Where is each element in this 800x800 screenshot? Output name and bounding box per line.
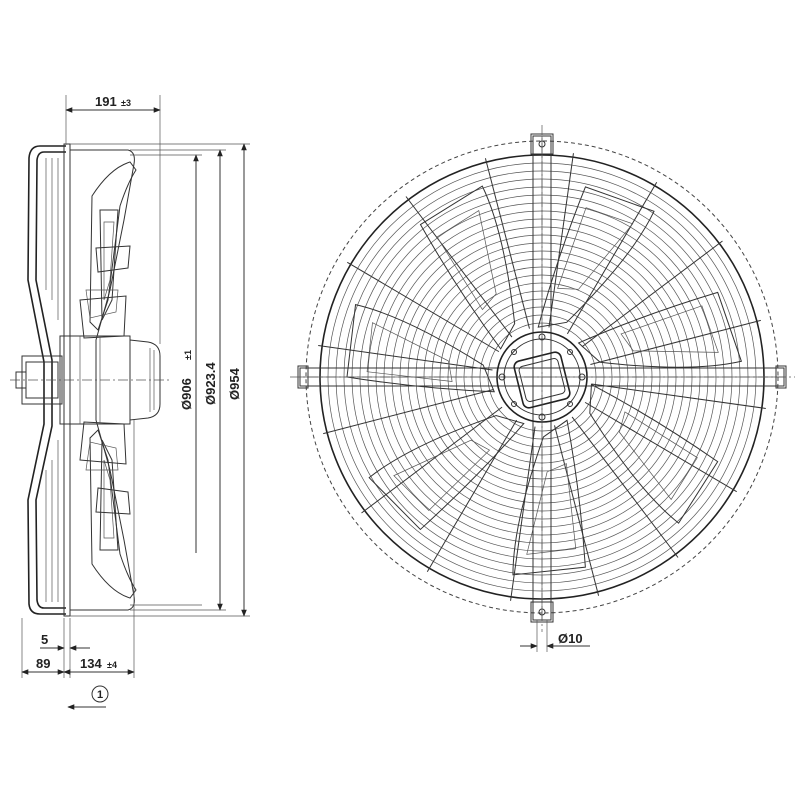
guard-spoke [426, 419, 518, 572]
guard-spoke [347, 261, 500, 353]
fan-blade [512, 419, 586, 576]
guard-spoke [318, 345, 493, 371]
guard-spoke [571, 416, 679, 558]
fan-blade-panel [618, 411, 698, 501]
dim-906-tol: ±1 [183, 350, 193, 360]
airflow-marker-circle [91, 685, 109, 703]
guard-spoke [548, 153, 574, 328]
dim-191-tol: ±3 [121, 98, 131, 108]
fan-blade [577, 291, 743, 368]
dim-954: Ø954 [227, 367, 242, 400]
fan-blade [346, 304, 495, 393]
guard-spoke [484, 158, 530, 329]
fan-blade-panel [436, 210, 497, 311]
motor-hub [15, 335, 161, 425]
fan-blade-panel [366, 322, 453, 382]
guard-spoke [554, 425, 600, 596]
lower-blades [79, 421, 137, 599]
dim-134: 134 [80, 656, 102, 671]
guard-spoke [566, 182, 658, 335]
guard-spoke [323, 389, 494, 435]
fan-blade-panel [557, 207, 634, 290]
guard-spoke [361, 406, 503, 514]
fan-blade [589, 383, 719, 524]
fan-blade [419, 185, 516, 350]
dim-89: 89 [36, 656, 50, 671]
guard-spoke [510, 426, 536, 601]
guard-spoke [591, 383, 766, 409]
side-dimensions: 191 ±3 Ø906 ±1 Ø923.4 Ø954 5 89 134 ±4 1 [21, 94, 250, 710]
dim-134-tol: ±4 [107, 660, 117, 670]
hole-dimension: Ø10 [520, 620, 590, 652]
guard-spoke [405, 196, 513, 338]
fan-blade-panel [526, 463, 577, 555]
guard-spoke [584, 401, 737, 493]
dim-hole-10: Ø10 [558, 631, 583, 646]
guard-spoke [581, 240, 723, 348]
guard-wires [45, 158, 59, 602]
front-view: Ø10 [290, 125, 795, 652]
guard-frame [27, 145, 66, 615]
dim-923: Ø923.4 [203, 362, 218, 405]
guard-spoke [590, 319, 761, 365]
upper-blades [79, 161, 137, 339]
dim-191: 191 [95, 94, 117, 109]
dim-906: Ø906 [179, 378, 194, 410]
fan-blade-panel [620, 305, 719, 353]
airflow-marker-label: 1 [97, 689, 103, 701]
fan-blade-panel [393, 439, 491, 511]
dim-5: 5 [41, 632, 48, 647]
fan-blade [368, 415, 525, 531]
side-view [10, 143, 170, 617]
guard-spokes [318, 153, 766, 601]
